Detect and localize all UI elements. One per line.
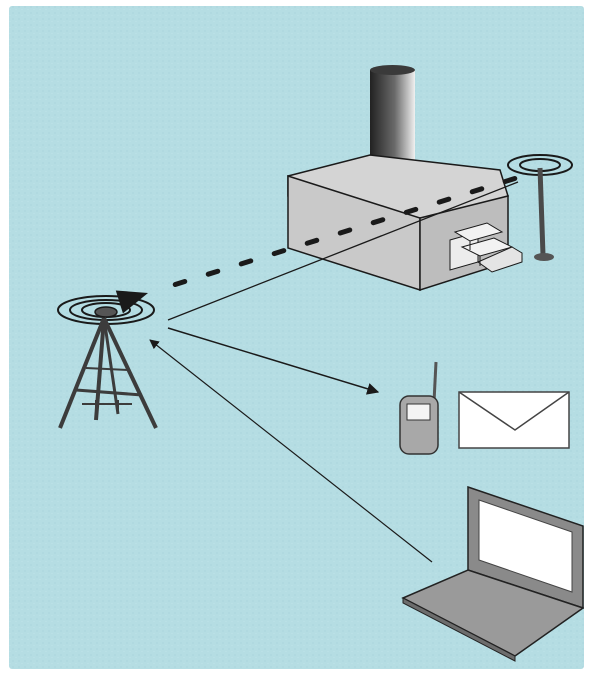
dash-segment xyxy=(175,282,185,285)
dash-segment xyxy=(274,251,284,254)
dash-segment xyxy=(241,261,251,264)
envelope-icon xyxy=(459,392,569,448)
dash-segment xyxy=(307,240,317,243)
dash-segment xyxy=(340,230,350,233)
dash-segment xyxy=(472,189,482,192)
dash-segment xyxy=(406,209,416,212)
diagram-canvas xyxy=(9,6,584,669)
dash-segment xyxy=(208,271,218,274)
diagram-panel xyxy=(9,6,584,669)
dash-segment xyxy=(373,220,383,223)
dash-segment xyxy=(439,199,449,202)
dash-segment xyxy=(505,179,515,182)
